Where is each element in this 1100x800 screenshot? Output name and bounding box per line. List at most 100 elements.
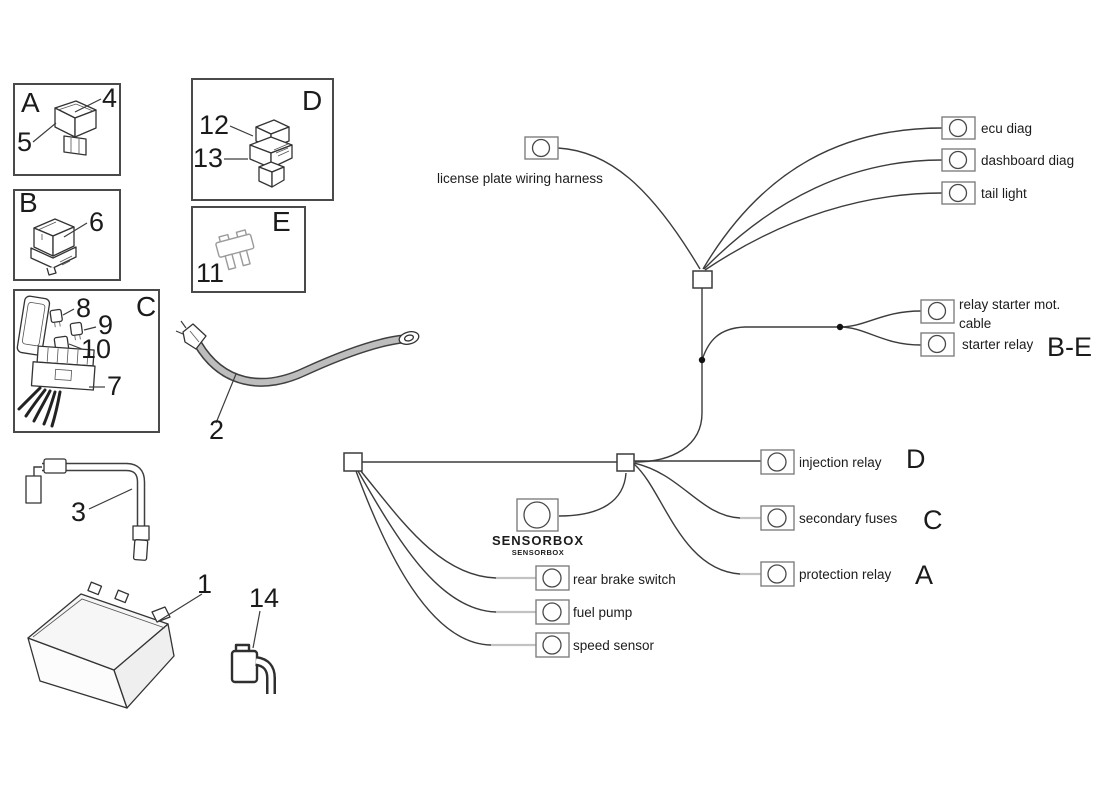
wire-secondary-fuses xyxy=(633,462,741,519)
secondary-fuses-ref: C xyxy=(923,505,943,535)
battery-cable-part: 2 xyxy=(175,320,420,445)
wire-starter-relay xyxy=(839,326,922,346)
relay-starter-label-line2: cable xyxy=(959,316,991,331)
secondary-fuses-label: secondary fuses xyxy=(799,511,898,526)
connector-sensorbox xyxy=(516,498,559,532)
wire-license-plate xyxy=(557,147,701,270)
junction-box-top xyxy=(692,270,713,289)
cable3-end-terminal xyxy=(132,539,149,561)
leader-num12 xyxy=(229,125,254,137)
cable3-left-connector xyxy=(25,475,42,504)
connector-rear-brake-switch xyxy=(535,565,570,591)
connector-injection-relay xyxy=(760,449,795,475)
sensorbox-sublabel: SENSORBOX xyxy=(512,548,564,557)
part-number-6: 6 xyxy=(89,207,104,237)
part-number-1: 1 xyxy=(197,569,212,599)
inset-box-d-letter: D xyxy=(302,85,322,116)
relay-part-drawing-d xyxy=(249,119,293,188)
wire-dashboard-diag xyxy=(703,159,943,270)
wire-rear-brake-switch xyxy=(359,469,497,579)
fusebox-wires xyxy=(17,386,62,428)
wire-tail-light xyxy=(704,192,943,271)
connector-fuel-pump xyxy=(535,599,570,625)
wire-main-down xyxy=(634,360,703,463)
starter-relay-label: starter relay xyxy=(962,337,1034,352)
wire-relay-starter-cable xyxy=(839,310,922,328)
ecu-diag-label: ecu diag xyxy=(981,121,1032,136)
relay-part-drawing-b xyxy=(30,218,77,276)
inset-box-d-frame xyxy=(191,78,334,201)
protection-relay-ref: A xyxy=(915,560,933,590)
part-number-9: 9 xyxy=(98,310,113,340)
fuel-pump-label: fuel pump xyxy=(573,605,632,620)
part-number-8: 8 xyxy=(76,293,91,323)
part-number-10: 10 xyxy=(81,334,111,364)
connector-speed-sensor xyxy=(535,632,570,658)
elbow-body xyxy=(230,649,259,684)
protection-relay-label: protection relay xyxy=(799,567,892,582)
cable-clamp-terminal xyxy=(175,320,207,350)
relay-starter-label-line1: relay starter mot. xyxy=(959,297,1060,312)
inset-box-b: B 6 xyxy=(13,187,121,281)
inset-box-c-frame xyxy=(13,289,160,433)
part-number-5: 5 xyxy=(17,127,32,157)
leader-num4 xyxy=(74,98,102,113)
elbow-connector-part: 14 xyxy=(230,583,279,694)
connector-ecu-diag xyxy=(941,116,976,140)
part-number-12: 12 xyxy=(199,110,229,140)
connector-relay-starter-cable xyxy=(920,299,955,324)
junction-dot-main xyxy=(698,356,706,364)
injection-relay-ref: D xyxy=(906,444,926,474)
leader-num10 xyxy=(68,343,83,350)
ground-cable-part: 3 xyxy=(25,458,150,561)
part-number-2: 2 xyxy=(209,415,224,445)
harness-schematic: license plate wiring harness ecu diag da… xyxy=(343,116,1092,658)
tail-light-label: tail light xyxy=(981,186,1027,201)
inset-box-c: C xyxy=(13,289,160,433)
junction-box-middle xyxy=(616,453,635,472)
cable3-left-lead xyxy=(33,466,42,476)
cable3-end-sleeve xyxy=(132,525,150,541)
fusebox-body xyxy=(30,345,96,391)
inset-box-a: A 4 5 xyxy=(13,83,121,176)
relay-part-drawing-a xyxy=(54,100,97,156)
wire-speed-sensor xyxy=(355,470,492,646)
inset-box-d: D 12 13 xyxy=(191,78,334,201)
license-plate-label: license plate wiring harness xyxy=(437,171,603,186)
starter-relay-ref: B-E xyxy=(1047,332,1092,362)
battery-part: 1 xyxy=(27,569,212,709)
junction-dot-starter xyxy=(836,323,844,331)
fusebox-part-drawing xyxy=(16,295,96,428)
leader-num1 xyxy=(156,593,203,623)
connector-starter-relay xyxy=(920,332,955,357)
part-number-3: 3 xyxy=(71,497,86,527)
junction-box-left xyxy=(343,452,363,472)
cable-ring-terminal xyxy=(398,331,420,345)
inset-box-a-frame xyxy=(13,83,121,176)
wire-sensorbox xyxy=(558,472,627,517)
part-number-4: 4 xyxy=(102,83,117,113)
leader-num5 xyxy=(32,122,57,143)
wire-fuel-pump xyxy=(357,470,497,613)
sensorbox-label: SENSORBOX xyxy=(492,533,584,548)
speed-sensor-label: speed sensor xyxy=(573,638,655,653)
connector-tail-light xyxy=(941,181,976,205)
leader-num3 xyxy=(88,488,133,510)
injection-relay-label: injection relay xyxy=(799,455,882,470)
wire-protection-relay xyxy=(633,463,741,575)
part-number-14: 14 xyxy=(249,583,279,613)
cable3-ferrule xyxy=(43,458,67,474)
connector-dashboard-diag xyxy=(941,148,976,172)
leader-num14 xyxy=(252,610,261,649)
leader-num6 xyxy=(63,222,88,238)
inset-box-b-frame xyxy=(13,189,121,281)
connector-protection-relay xyxy=(760,561,795,587)
part-number-11: 11 xyxy=(196,258,224,288)
inset-box-b-letter: B xyxy=(19,187,38,218)
inset-box-c-letter: C xyxy=(136,291,156,322)
mini-fuse-8 xyxy=(49,308,63,328)
part-number-7: 7 xyxy=(107,371,122,401)
inset-box-e-frame xyxy=(191,206,306,293)
